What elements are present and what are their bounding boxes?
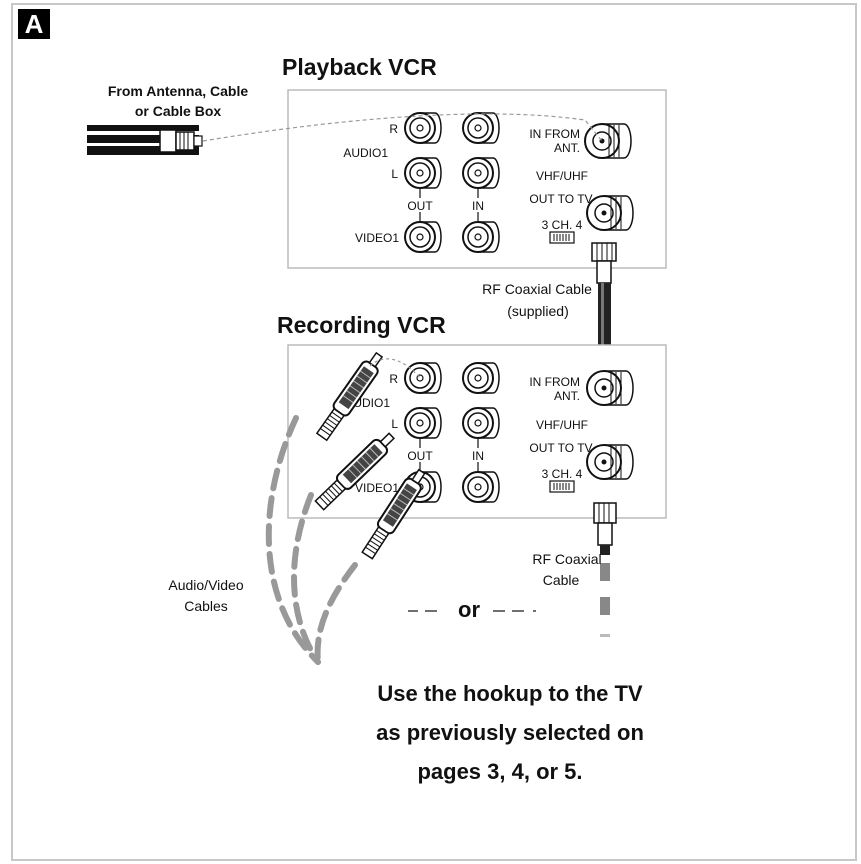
recording-in-from-label: IN FROM (529, 375, 580, 389)
playback-channel-switch[interactable] (549, 231, 575, 244)
audio-video-cables (265, 348, 431, 665)
av-cables-label-line2: Cables (184, 598, 228, 614)
recording-in-label: IN (472, 449, 484, 463)
or-label: or (458, 597, 480, 622)
footer-line3: pages 3, 4, or 5. (417, 759, 582, 784)
rf-cable-label-line1: RF Coaxial (532, 551, 601, 567)
figure-badge: A (18, 9, 50, 39)
playback-out-to-tv-label: OUT TO TV (529, 192, 592, 206)
rf-supplied-label-line2: (supplied) (507, 303, 568, 319)
playback-channel-switch-label: 3 CH. 4 (542, 218, 583, 232)
recording-out-to-tv-label: OUT TO TV (529, 441, 592, 455)
antenna-signal-path (202, 113, 603, 142)
recording-r-label: R (389, 372, 398, 386)
recording-ant-label: ANT. (554, 389, 580, 403)
recording-video-label: VIDEO1 (355, 481, 399, 495)
rf-supplied-label-line1: RF Coaxial Cable (482, 281, 592, 297)
footer-line2: as previously selected on (376, 720, 644, 745)
playback-out-label: OUT (407, 199, 433, 213)
playback-r-label: R (389, 122, 398, 136)
recording-l-label: L (391, 417, 398, 431)
recording-out-label: OUT (407, 449, 433, 463)
playback-video-label: VIDEO1 (355, 231, 399, 245)
recording-vcr-title: Recording VCR (277, 312, 446, 338)
playback-ant-label: ANT. (554, 141, 580, 155)
recording-channel-switch[interactable] (549, 480, 575, 493)
playback-vcr-title: Playback VCR (282, 54, 437, 80)
playback-in-label: IN (472, 199, 484, 213)
antenna-label-line2: or Cable Box (135, 103, 222, 119)
antenna-input-cable (87, 125, 203, 155)
av-cables-label-line1: Audio/Video (168, 577, 243, 593)
playback-l-label: L (391, 167, 398, 181)
playback-audio-label: AUDIO1 (343, 146, 388, 160)
recording-channel-switch-label: 3 CH. 4 (542, 467, 583, 481)
recording-vhf-uhf-label: VHF/UHF (536, 418, 588, 432)
playback-vhf-uhf-label: VHF/UHF (536, 169, 588, 183)
footer-line1: Use the hookup to the TV (377, 681, 643, 706)
playback-in-from-label: IN FROM (529, 127, 580, 141)
antenna-label-line1: From Antenna, Cable (108, 83, 248, 99)
rf-cable-label-line2: Cable (543, 572, 580, 588)
rf-coaxial-cable-to-tv (593, 502, 617, 637)
